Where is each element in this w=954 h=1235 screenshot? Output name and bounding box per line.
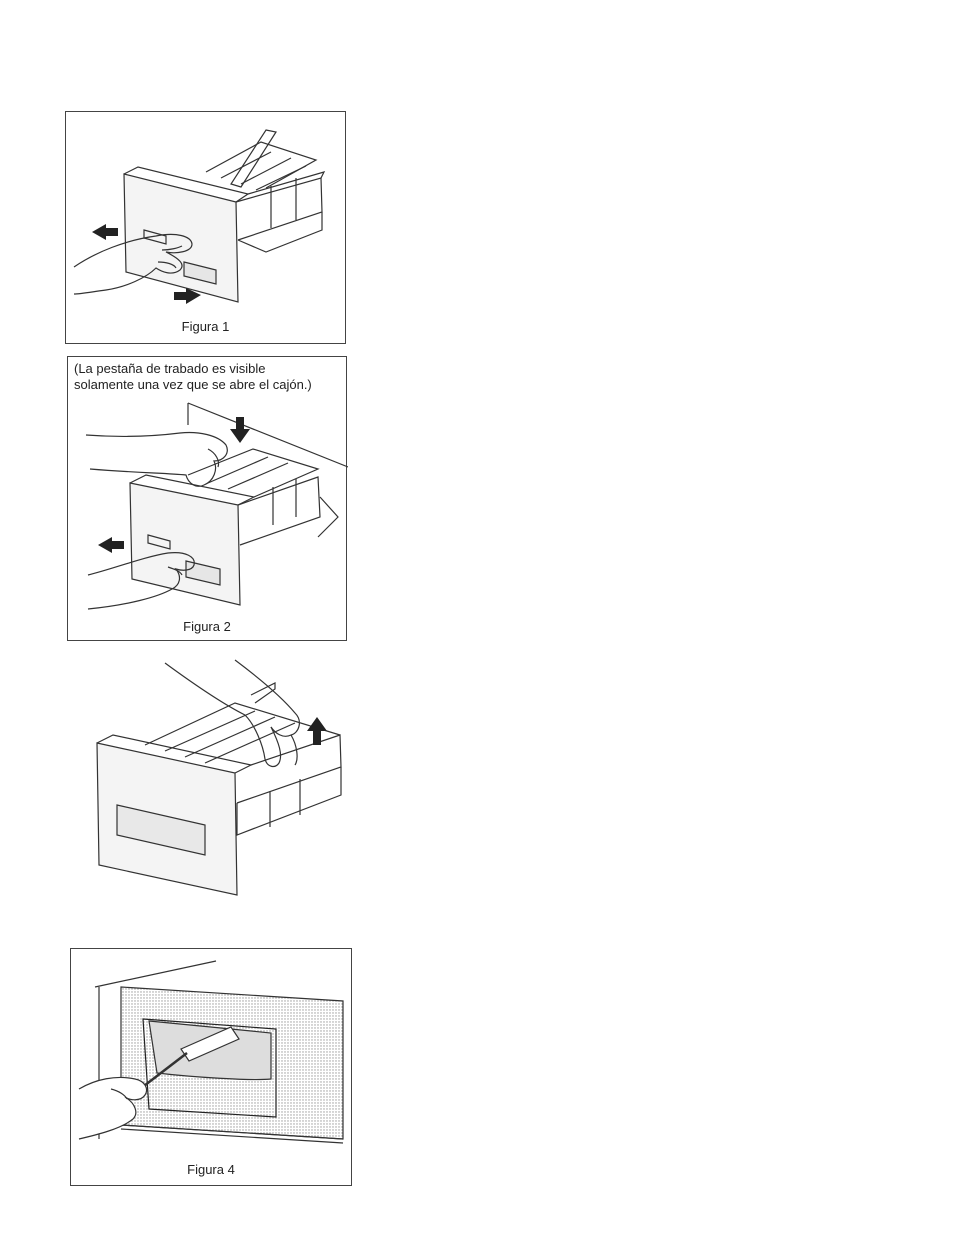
figure-4-caption: Figura 4	[71, 1162, 351, 1177]
figure-1: Figura 1	[65, 111, 346, 344]
figure-2: (La pestaña de trabado es visible solame…	[67, 356, 347, 641]
figure-3-drawing	[85, 655, 355, 910]
figure-4: Figura 4	[70, 948, 352, 1186]
figure-3	[85, 655, 355, 910]
figure-4-drawing	[71, 949, 353, 1187]
figure-2-drawing	[68, 357, 348, 642]
figure-1-caption: Figura 1	[66, 319, 345, 334]
figure-2-caption: Figura 2	[68, 619, 346, 634]
figure-1-drawing	[66, 112, 347, 345]
